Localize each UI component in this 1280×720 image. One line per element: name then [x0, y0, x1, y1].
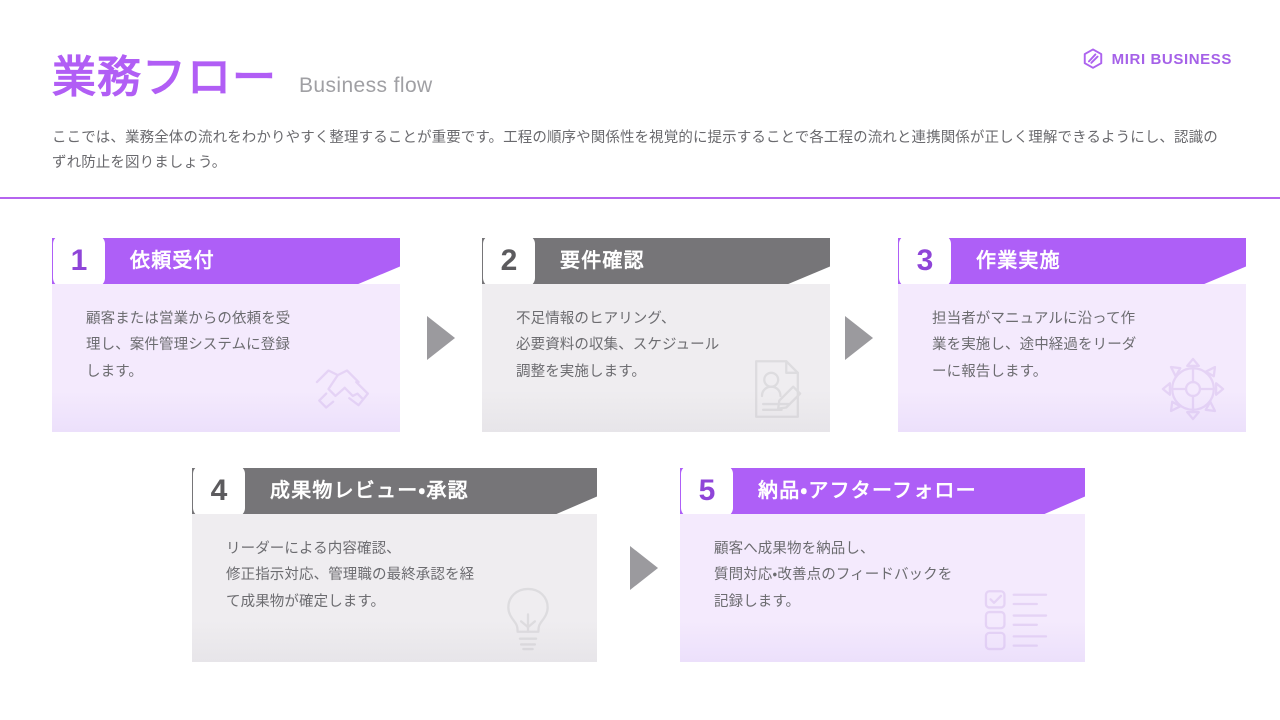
flow-step-3-header: 3 作業実施: [898, 238, 1246, 284]
page-title-ja: 業務フロー: [52, 53, 277, 102]
flow-step-1-number: 1: [52, 238, 108, 284]
page-title-en: Business flow: [299, 74, 433, 97]
lightbulb-icon: [491, 582, 565, 656]
arrow-step2-to-step3: [845, 316, 873, 360]
flow-step-5-body: 顧客へ成果物を納品し、 質問対応・改善点のフィードバックを 記録します。: [680, 514, 1085, 662]
document-person-icon: [740, 352, 814, 426]
flow-step-1-body: 顧客または営業からの依頼を受 理し、案件管理システムに登録 します。: [52, 284, 400, 432]
flow-step-5-text: 顧客へ成果物を納品し、 質問対応・改善点のフィードバックを 記録します。: [714, 541, 953, 610]
flow-step-4-title: 成果物レビュー・承認: [270, 480, 469, 502]
flow-step-4-body: リーダーによる内容確認、 修正指示対応、管理職の最終承認を経 て成果物が確定しま…: [192, 514, 597, 662]
arrow-step4-to-step5: [630, 546, 658, 590]
flow-step-5-number: 5: [680, 468, 736, 514]
flow-step-3-title: 作業実施: [976, 250, 1061, 272]
lead-paragraph: ここでは、業務全体の流れをわかりやすく整理することが重要です。工程の順序や関係性…: [52, 130, 1218, 172]
brand-logo: MIRI BUSINESS: [1082, 48, 1232, 70]
flow-step-2-header: 2 要件確認: [482, 238, 830, 284]
flow-step-1-header: 1 依頼受付: [52, 238, 400, 284]
flow-step-1[interactable]: 1 依頼受付 顧客または営業からの依頼を受 理し、案件管理システムに登録 します…: [52, 238, 400, 432]
flow-step-4[interactable]: 4 成果物レビュー・承認 リーダーによる内容確認、 修正指示対応、管理職の最終承…: [192, 468, 597, 662]
flow-step-2-title: 要件確認: [560, 250, 645, 272]
flow-step-1-text: 顧客または営業からの依頼を受 理し、案件管理システムに登録 します。: [86, 311, 291, 380]
flow-step-4-text: リーダーによる内容確認、 修正指示対応、管理職の最終承認を経 て成果物が確定しま…: [226, 541, 475, 610]
flow-step-5-title: 納品・アフターフォロー: [758, 480, 977, 502]
flow-step-2-number: 2: [482, 238, 538, 284]
page-title: 業務フロー Business flow: [52, 56, 433, 100]
flow-step-1-title: 依頼受付: [130, 250, 215, 272]
flow-step-3-text: 担当者がマニュアルに沿って作 業を実施し、途中経過をリーダ ーに報告します。: [932, 311, 1137, 380]
flow-step-3-number: 3: [898, 238, 954, 284]
flow-step-4-number: 4: [192, 468, 248, 514]
arrow-step1-to-step2: [427, 316, 455, 360]
flow-step-5-header: 5 納品・アフターフォロー: [680, 468, 1085, 514]
handshake-icon: [310, 352, 384, 426]
brand-name: MIRI BUSINESS: [1111, 50, 1232, 68]
checklist-icon: [979, 582, 1053, 656]
header-divider: [0, 197, 1280, 199]
flow-step-3-body: 担当者がマニュアルに沿って作 業を実施し、途中経過をリーダ ーに報告します。: [898, 284, 1246, 432]
flow-step-3[interactable]: 3 作業実施 担当者がマニュアルに沿って作 業を実施し、途中経過をリーダ ーに報…: [898, 238, 1246, 432]
flow-step-4-header: 4 成果物レビュー・承認: [192, 468, 597, 514]
flow-step-2-text: 不足情報のヒアリング、 必要資料の収集、スケジュール 調整を実施します。: [516, 311, 720, 380]
gear-icon: [1156, 352, 1230, 426]
hexagon-logo-icon: [1082, 48, 1104, 70]
flow-step-2[interactable]: 2 要件確認 不足情報のヒアリング、 必要資料の収集、スケジュール 調整を実施し…: [482, 238, 830, 432]
flow-step-2-body: 不足情報のヒアリング、 必要資料の収集、スケジュール 調整を実施します。: [482, 284, 830, 432]
flow-step-5[interactable]: 5 納品・アフターフォロー 顧客へ成果物を納品し、 質問対応・改善点のフィードバ…: [680, 468, 1085, 662]
